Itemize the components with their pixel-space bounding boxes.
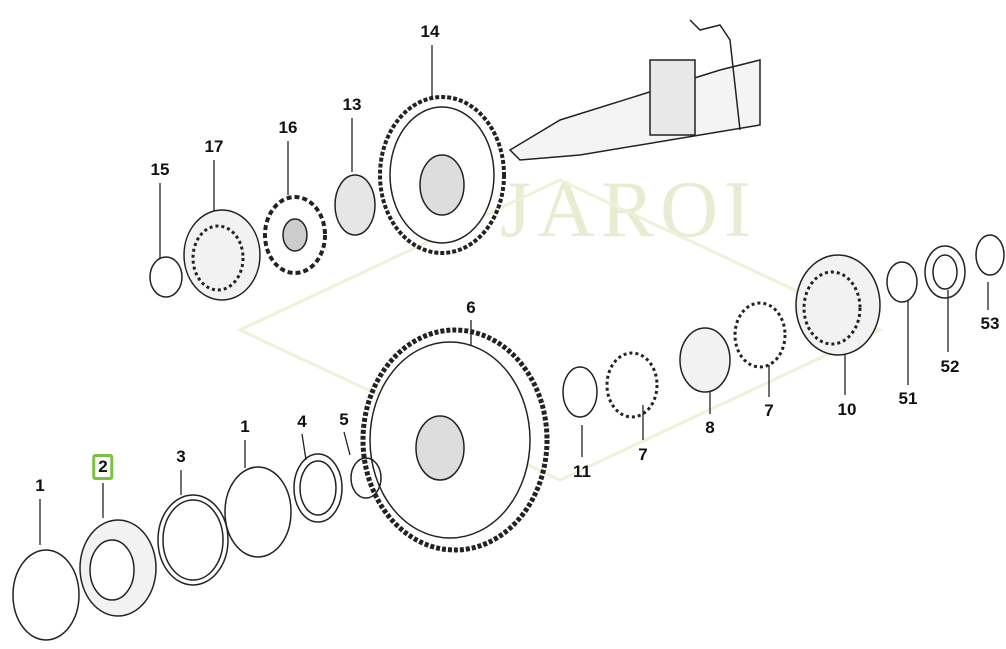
- callout-11[interactable]: 11: [573, 462, 591, 481]
- callout-2-selected[interactable]: 2: [92, 454, 114, 480]
- ring-1b: [12, 549, 80, 641]
- gear-16: [263, 195, 327, 275]
- callout-17[interactable]: 17: [204, 137, 224, 156]
- callout-7b[interactable]: 7: [638, 445, 648, 464]
- callout-1b[interactable]: 1: [35, 476, 45, 495]
- washer-4: [293, 453, 343, 523]
- main-shaft: [508, 19, 761, 161]
- leader-lines: [39, 45, 989, 545]
- synchro-10: [795, 254, 881, 356]
- ring-11: [562, 366, 598, 418]
- callout-51[interactable]: 51: [898, 389, 918, 408]
- callout-52[interactable]: 52: [940, 357, 960, 376]
- ring-5: [350, 457, 382, 499]
- callout-4[interactable]: 4: [297, 412, 307, 431]
- callout-53[interactable]: 53: [980, 314, 1000, 333]
- washer-52: [924, 245, 966, 299]
- nut-13: [334, 174, 376, 236]
- ring-15: [149, 256, 183, 298]
- bushing-8: [679, 327, 731, 393]
- callout-1a[interactable]: 1: [240, 417, 250, 436]
- callout-8[interactable]: 8: [705, 418, 715, 437]
- callout-16[interactable]: 16: [278, 118, 298, 137]
- gear-6: [360, 327, 550, 553]
- ring-3: [157, 494, 229, 586]
- callout-5[interactable]: 5: [339, 410, 349, 429]
- callout-6[interactable]: 6: [466, 298, 476, 317]
- bearing-7b: [605, 351, 659, 419]
- ring-53: [975, 234, 1005, 276]
- callout-7a[interactable]: 7: [764, 401, 774, 420]
- callout-14[interactable]: 14: [420, 22, 440, 41]
- synchro-17: [183, 209, 261, 301]
- callout-3[interactable]: 3: [176, 447, 186, 466]
- bearing-7a: [733, 301, 787, 369]
- ring-1a: [224, 466, 292, 558]
- ring-51: [886, 261, 918, 303]
- gear-14: [378, 95, 506, 255]
- callout-13[interactable]: 13: [342, 95, 362, 114]
- callout-15[interactable]: 15: [150, 160, 170, 179]
- callout-10[interactable]: 10: [837, 400, 857, 419]
